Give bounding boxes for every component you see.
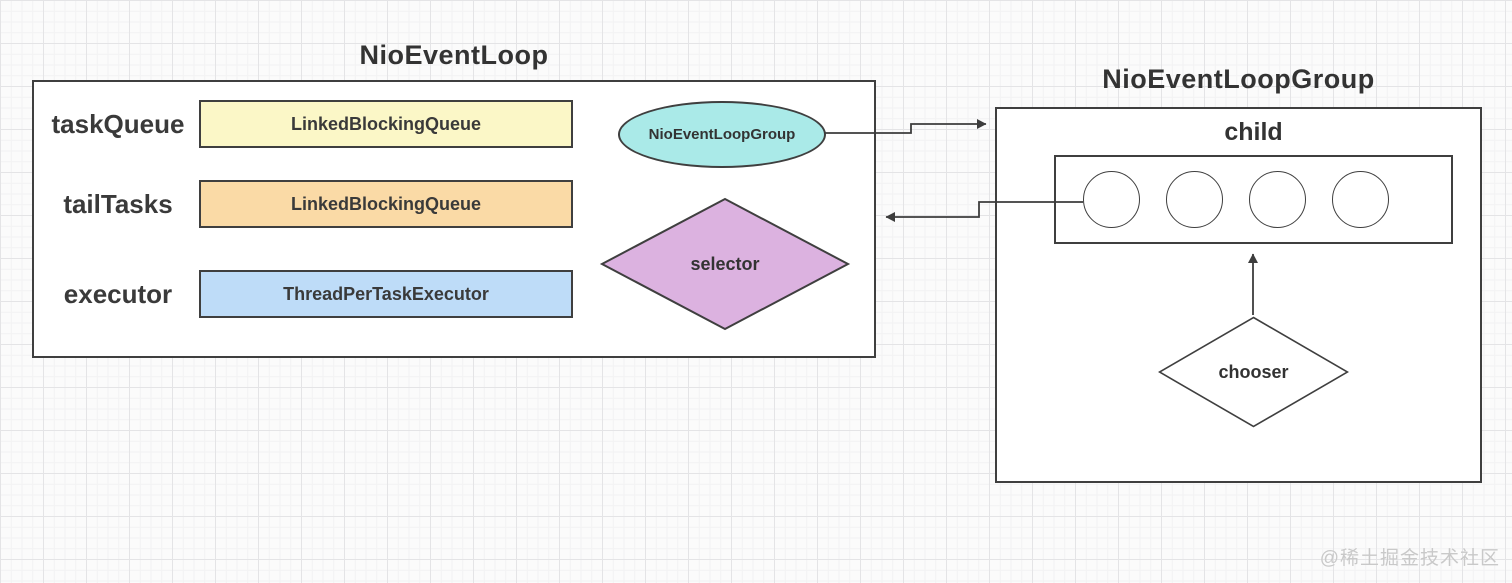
executor-value-rect: ThreadPerTaskExecutor bbox=[199, 270, 573, 318]
taskqueue-label: taskQueue bbox=[51, 109, 185, 139]
chooser-diamond: chooser bbox=[1158, 316, 1349, 428]
event-loop-list bbox=[1054, 155, 1453, 244]
selector-diamond-shape bbox=[599, 197, 851, 331]
chooser-label: chooser bbox=[1218, 361, 1289, 382]
taskqueue-value-rect: LinkedBlockingQueue bbox=[199, 100, 573, 148]
tailtasks-value-rect: LinkedBlockingQueue bbox=[199, 180, 573, 228]
executor-value: ThreadPerTaskExecutor bbox=[283, 283, 489, 304]
event-loop-circle bbox=[1083, 171, 1140, 228]
group-ref-label: NioEventLoopGroup bbox=[648, 126, 796, 143]
event-loop-circle bbox=[1332, 171, 1389, 228]
chooser-diamond-shape bbox=[1158, 316, 1349, 428]
nioeventloopgroup-title: NioEventLoopGroup bbox=[1102, 64, 1375, 94]
selector-label: selector bbox=[690, 253, 760, 274]
selector-diamond: selector bbox=[599, 197, 851, 331]
nioeventloop-title: NioEventLoop bbox=[359, 40, 549, 70]
child-label: child bbox=[1224, 118, 1283, 146]
event-loop-circle bbox=[1166, 171, 1223, 228]
watermark-text: @稀土掘金技术社区 bbox=[1319, 548, 1500, 569]
tailtasks-label: tailTasks bbox=[63, 189, 173, 219]
group-ref-ellipse: NioEventLoopGroup bbox=[618, 101, 826, 168]
executor-label: executor bbox=[63, 279, 173, 309]
event-loop-circle bbox=[1249, 171, 1306, 228]
tailtasks-value: LinkedBlockingQueue bbox=[290, 193, 482, 214]
taskqueue-value: LinkedBlockingQueue bbox=[290, 113, 482, 134]
